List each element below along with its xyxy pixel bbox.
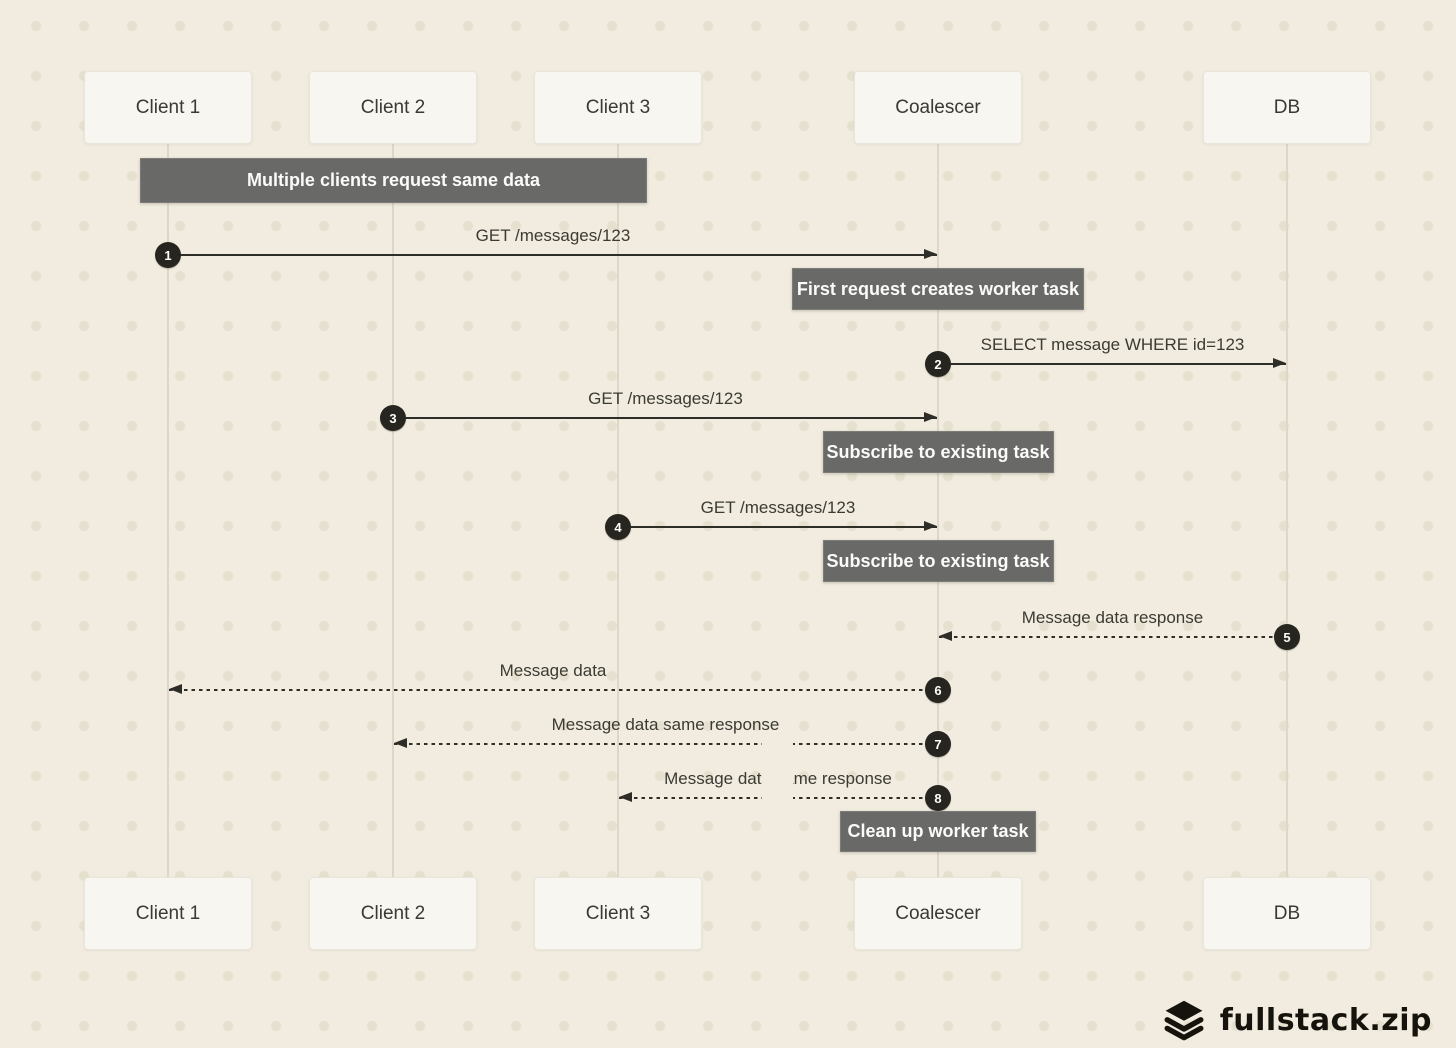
arrowhead-8: [619, 792, 632, 802]
actor-client-3-top: Client 3: [534, 71, 702, 144]
lifeline-coalescer: [937, 144, 939, 877]
arrowhead-4: [924, 521, 937, 531]
message-label-7: Message data same response: [551, 715, 780, 734]
actor-client-1-top: Client 1: [84, 71, 252, 144]
actor-client-2-top: Client 2: [309, 71, 477, 144]
message-label-4: GET /messages/123: [700, 498, 856, 517]
actor-coalescer-top: Coalescer: [854, 71, 1022, 144]
lifeline-client-1: [167, 144, 169, 877]
fullstack-zip-logo: fullstack.zip: [1160, 996, 1432, 1044]
message-line-2: [939, 363, 1286, 365]
arrowhead-6: [169, 684, 182, 694]
lifeline-client-3: [617, 144, 619, 877]
actor-client-1-bottom: Client 1: [84, 877, 252, 950]
actor-coalescer-bottom: Coalescer: [854, 877, 1022, 950]
message-line-1: [169, 254, 937, 256]
sequence-number-3: 3: [380, 405, 406, 431]
actor-client-2-bottom: Client 2: [309, 877, 477, 950]
message-line-4: [619, 526, 937, 528]
note-subscribe-to-existing-task: Subscribe to existing task: [822, 431, 1054, 473]
message-line-7: [394, 743, 937, 745]
arrowhead-3: [924, 412, 937, 422]
actor-db-bottom: DB: [1203, 877, 1371, 950]
render-artifact-patch: [762, 734, 793, 806]
arrowhead-7: [394, 738, 407, 748]
message-label-1: GET /messages/123: [475, 226, 631, 245]
actor-db-top: DB: [1203, 71, 1371, 144]
sequence-number-2: 2: [925, 351, 951, 377]
message-label-5: Message data response: [1021, 608, 1204, 627]
logo-text: fullstack.zip: [1219, 1002, 1432, 1038]
arrowhead-2: [1273, 358, 1286, 368]
lifeline-db: [1286, 144, 1288, 877]
note-subscribe-to-existing-task: Subscribe to existing task: [822, 540, 1054, 582]
sequence-number-4: 4: [605, 514, 631, 540]
sequence-number-7: 7: [925, 731, 951, 757]
note-first-request-creates-worker-task: First request creates worker task: [792, 268, 1084, 310]
lifeline-client-2: [392, 144, 394, 877]
layers-stack-icon: [1164, 1000, 1204, 1041]
sequence-number-6: 6: [925, 677, 951, 703]
actor-client-3-bottom: Client 3: [534, 877, 702, 950]
arrowhead-5: [939, 631, 952, 641]
message-label-2: SELECT message WHERE id=123: [980, 335, 1245, 354]
message-line-6: [169, 689, 937, 691]
sequence-number-5: 5: [1274, 624, 1300, 650]
message-label-3: GET /messages/123: [588, 389, 743, 408]
arrowhead-1: [924, 249, 937, 259]
note-banner: Multiple clients request same data: [140, 158, 647, 203]
message-line-5: [939, 636, 1286, 638]
message-line-3: [394, 417, 937, 419]
note-clean-up-worker-task: Clean up worker task: [840, 811, 1036, 852]
sequence-number-8: 8: [925, 785, 951, 811]
message-label-6: Message data: [499, 661, 607, 680]
sequence-number-1: 1: [155, 242, 181, 268]
